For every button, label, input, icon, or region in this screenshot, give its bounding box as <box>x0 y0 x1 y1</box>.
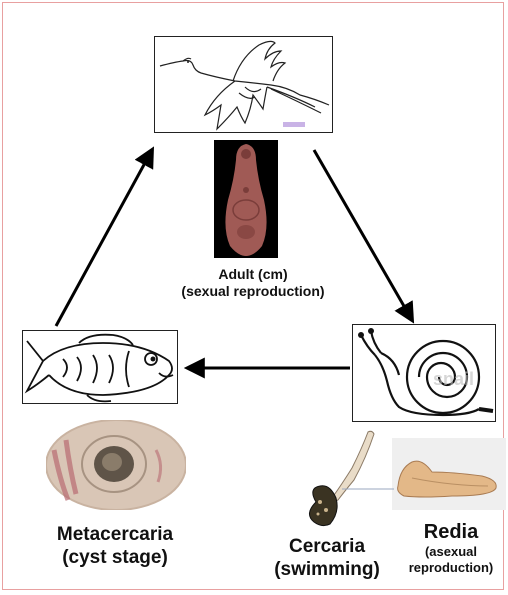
fish-illustration-box <box>22 330 178 404</box>
cercaria-to-redia-pointer <box>340 484 394 494</box>
adult-label: Adult (cm) (sexual reproduction) <box>168 266 338 300</box>
cercaria-label: Cercaria (swimming) <box>262 536 392 582</box>
cercaria-title: Cercaria <box>262 536 392 559</box>
cercaria-subtitle: (swimming) <box>262 559 392 582</box>
metacercaria-title: Metacercaria <box>20 524 210 547</box>
fish-icon <box>23 331 178 404</box>
cercaria-image <box>296 428 380 530</box>
snail-icon: snail <box>353 325 496 422</box>
snail-illustration-box: snail <box>352 324 496 422</box>
redia-subtitle-line2: reproduction) <box>394 560 508 576</box>
redia-label: Redia (asexual reproduction) <box>394 520 508 575</box>
arrow-fish-to-bird <box>56 150 152 326</box>
redia-subtitle-line1: (asexual <box>394 544 508 560</box>
metacercaria-subtitle: (cyst stage) <box>20 547 210 570</box>
snail-watermark: snail <box>433 369 474 389</box>
adult-title: Adult (cm) <box>168 266 338 283</box>
adult-subtitle: (sexual reproduction) <box>168 283 338 300</box>
redia-title: Redia <box>394 520 508 544</box>
redia-image <box>392 438 506 510</box>
heron-illustration-box <box>154 36 333 133</box>
heron-icon <box>155 37 333 133</box>
metacercaria-cyst-image <box>46 420 186 510</box>
metacercaria-label: Metacercaria (cyst stage) <box>20 524 210 570</box>
adult-fluke-image <box>214 140 278 258</box>
